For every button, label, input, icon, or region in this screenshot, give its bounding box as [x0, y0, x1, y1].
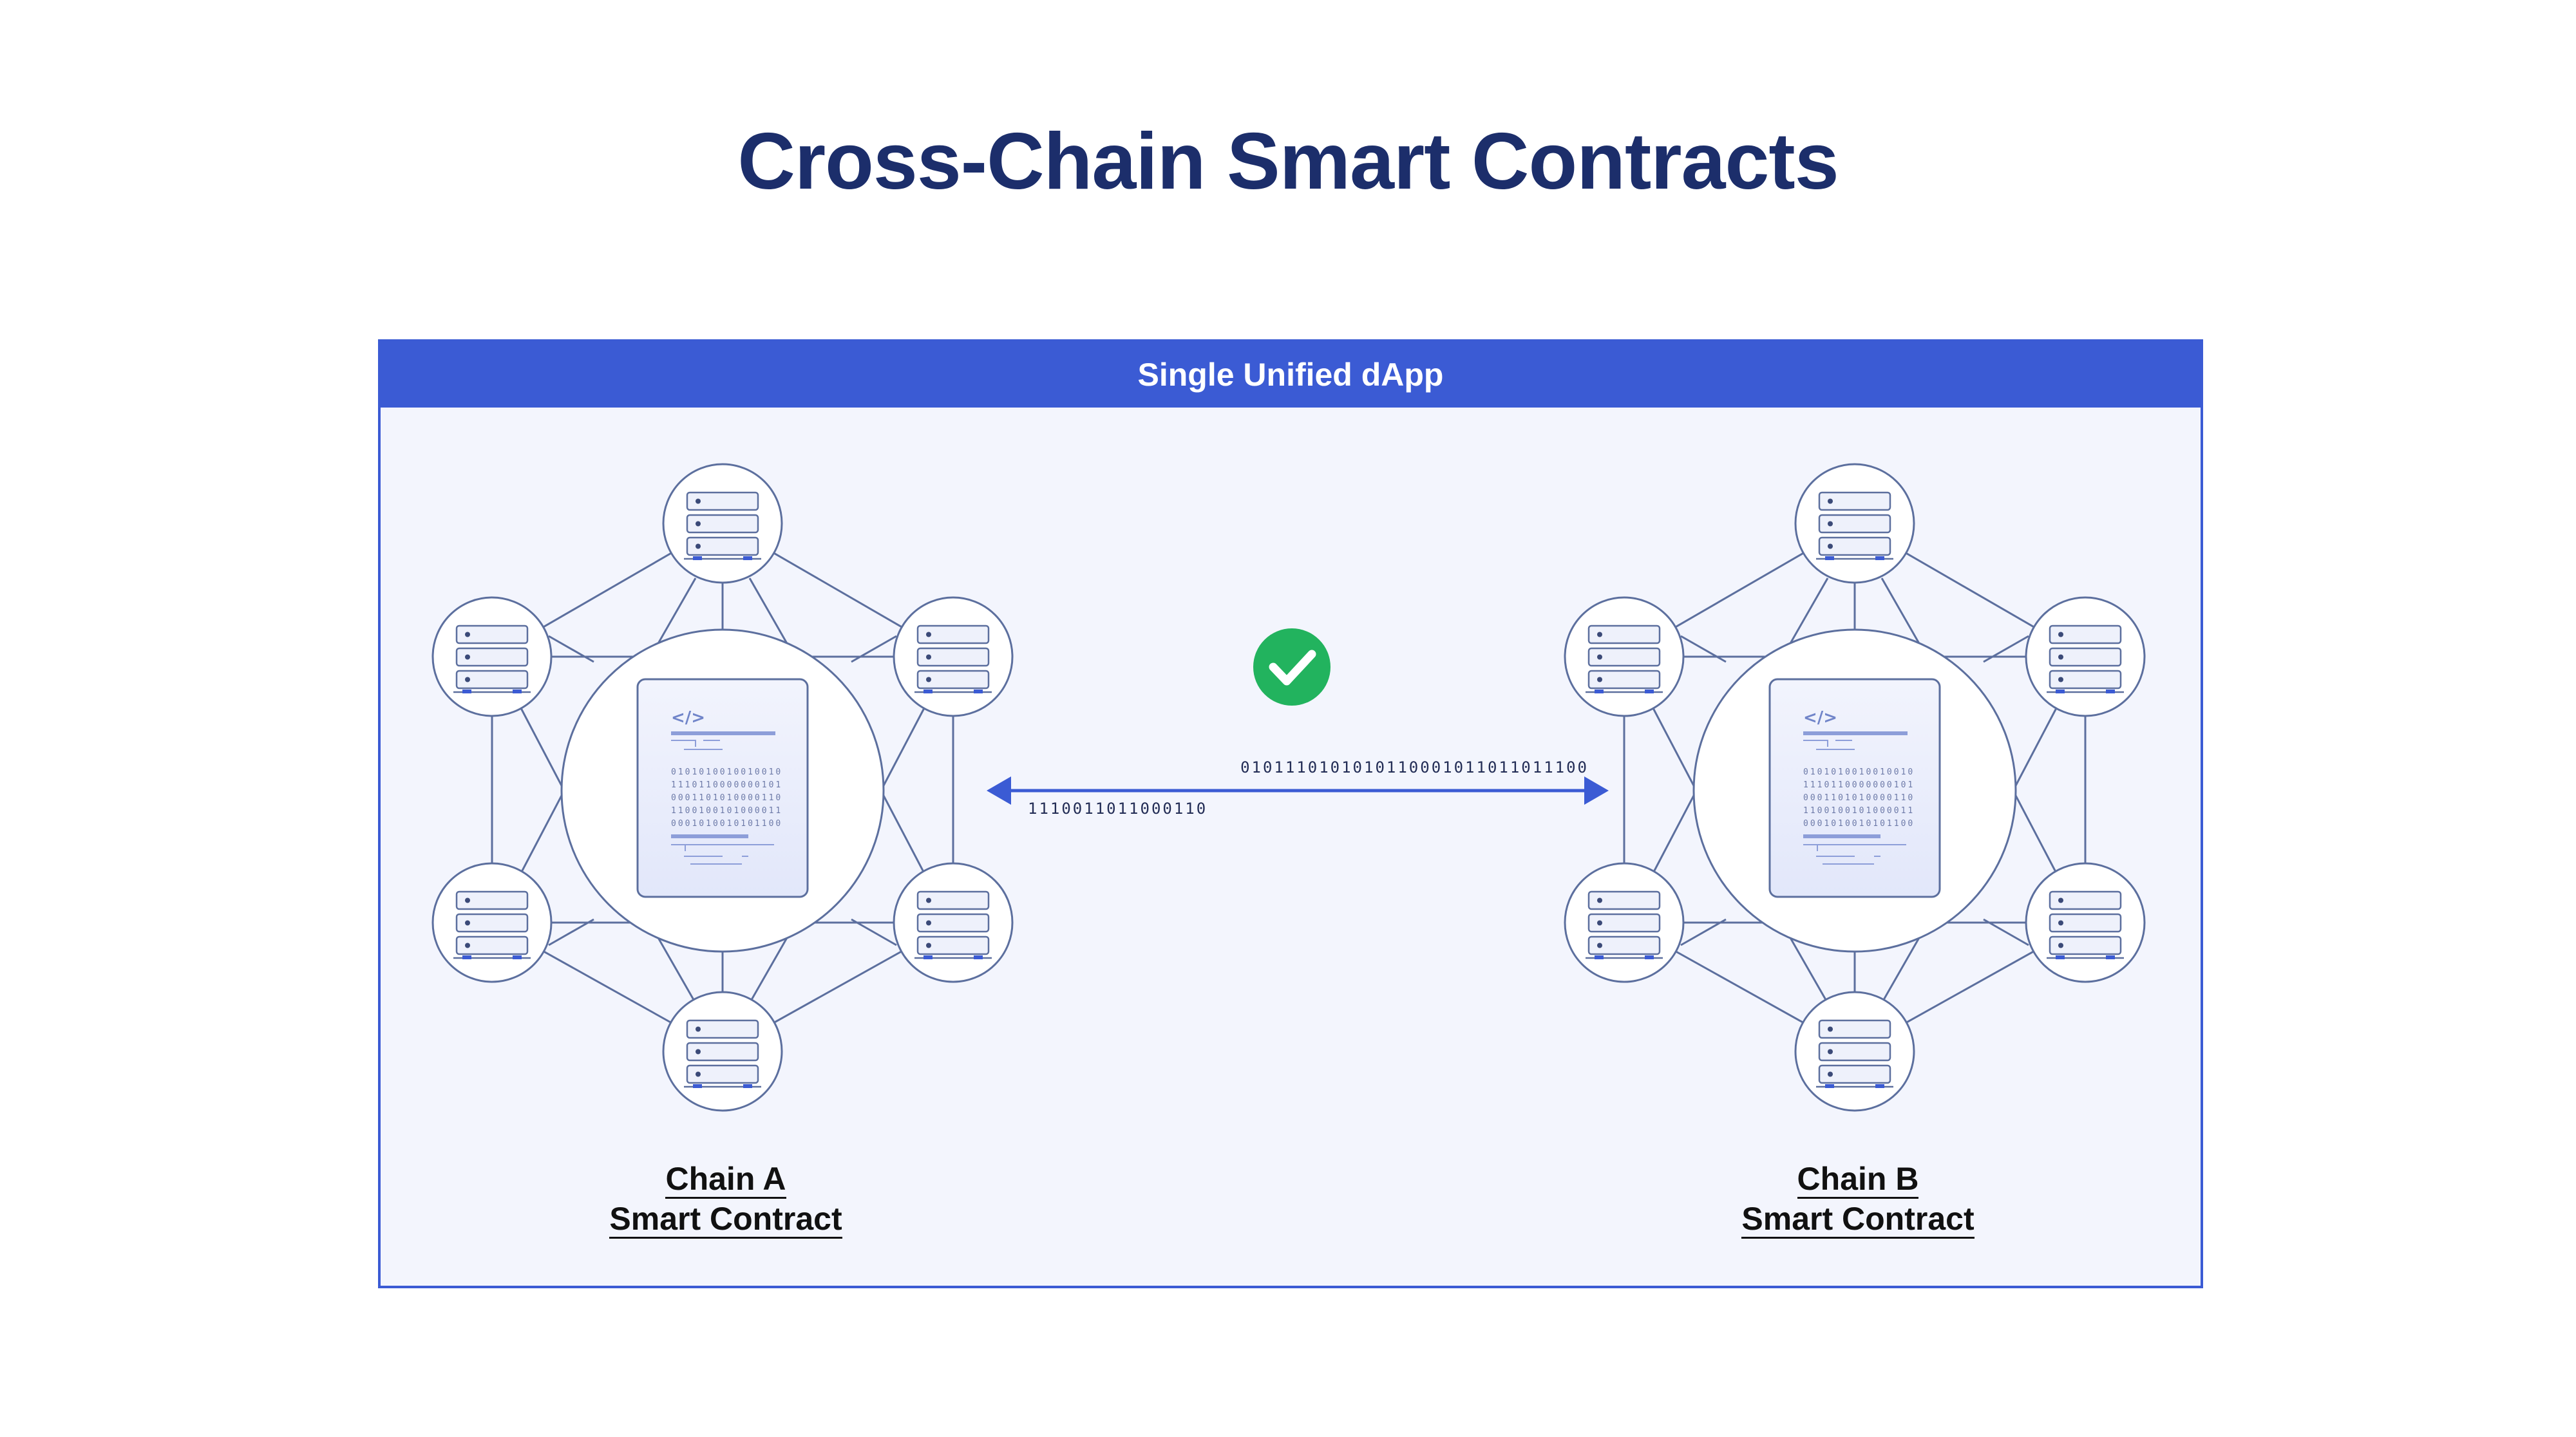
code-line: 0101010010010010	[671, 767, 782, 777]
check-circle-icon	[1253, 628, 1331, 706]
server-icon	[1816, 491, 1893, 560]
chain-a-label: Chain A Smart Contract	[500, 1159, 951, 1239]
bits-top: 0101110101010110001011011011100	[1240, 758, 1589, 776]
server-icon	[914, 625, 992, 693]
chain-a-subtitle: Smart Contract	[609, 1201, 842, 1239]
server-node-bottom	[662, 991, 783, 1112]
code-line: 1110110000000101	[671, 780, 782, 790]
arrow-left-head	[987, 776, 1011, 805]
cross-chain-transfer: 0101110101010110001011011011100 11100110…	[987, 628, 1609, 818]
code-line: 0001010010101100	[671, 819, 782, 829]
server-icon	[1816, 1019, 1893, 1088]
code-tag: </>	[1803, 708, 1837, 728]
arrow-right-head	[1584, 776, 1609, 805]
code-line: 1110110000000101	[1803, 780, 1915, 790]
server-icon	[684, 1019, 761, 1088]
chain-a-network: </> 0101010010010010 1110110000000101 00…	[431, 463, 1014, 1112]
code-line: 1100100101000011	[671, 806, 782, 816]
server-icon	[2047, 890, 2124, 959]
server-node-top	[662, 463, 783, 584]
chain-b-network: </> 0101010010010010 1110110000000101 00…	[1564, 463, 2146, 1112]
server-icon	[453, 890, 531, 959]
bits-bottom: 1110011011000110	[1028, 800, 1208, 818]
code-line: 1100100101000011	[1803, 806, 1915, 816]
server-icon	[2047, 625, 2124, 693]
server-node-upper-left	[1564, 596, 1685, 717]
server-icon	[914, 890, 992, 959]
server-node-lower-right	[2025, 862, 2146, 983]
code-line: 0001101010000110	[671, 793, 782, 803]
contract-document-icon: </> 0101010010010010 1110110000000101 00…	[1768, 678, 1941, 898]
server-node-upper-left	[431, 596, 553, 717]
page-title: Cross-Chain Smart Contracts	[737, 117, 1839, 206]
chain-b-label: Chain B Smart Contract	[1633, 1159, 2083, 1239]
server-icon	[1586, 625, 1663, 693]
chain-a-name: Chain A	[665, 1161, 786, 1199]
server-icon	[684, 491, 761, 560]
server-node-lower-right	[893, 862, 1014, 983]
chain-b-subtitle: Smart Contract	[1741, 1201, 1975, 1239]
server-icon	[1586, 890, 1663, 959]
code-line: 0101010010010010	[1803, 767, 1915, 777]
code-line: 0001010010101100	[1803, 819, 1915, 829]
chain-b-name: Chain B	[1797, 1161, 1919, 1199]
code-tag: </>	[671, 708, 705, 728]
server-node-lower-left	[431, 862, 553, 983]
dapp-header: Single Unified dApp	[381, 342, 2201, 408]
server-node-lower-left	[1564, 862, 1685, 983]
server-node-bottom	[1794, 991, 1915, 1112]
server-node-upper-right	[2025, 596, 2146, 717]
server-node-upper-right	[893, 596, 1014, 717]
server-node-top	[1794, 463, 1915, 584]
contract-document-icon: </> 0101010010010010 1110110000000101 00…	[636, 678, 809, 898]
server-icon	[453, 625, 531, 693]
code-line: 0001101010000110	[1803, 793, 1915, 803]
